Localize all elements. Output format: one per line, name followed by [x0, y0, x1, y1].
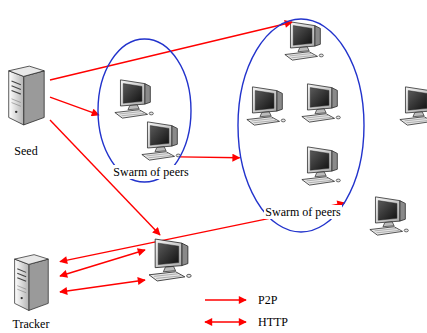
seed-server: Seed	[2, 62, 50, 157]
node-label: Swarm of peers	[112, 165, 189, 179]
p2p-arrow	[50, 97, 99, 115]
legend-label: P2P	[258, 293, 277, 307]
peer-computer	[285, 22, 323, 60]
legend-label: HTTP	[258, 315, 288, 329]
node-label: Seed	[14, 144, 37, 158]
peer-computer	[142, 122, 180, 160]
peer-computer	[145, 235, 195, 285]
p2p-arrow	[180, 156, 240, 158]
computer-icon	[147, 237, 193, 283]
swarm-ellipse: Swarm of peers	[97, 38, 192, 183]
peer-computer	[400, 87, 427, 125]
server-icon	[5, 62, 47, 130]
peer-computer	[115, 80, 153, 118]
node-label: Tracker	[13, 317, 50, 331]
node-label: Swarm of peers	[264, 205, 341, 219]
legend-arrow	[205, 299, 246, 300]
tracker-server: Tracker	[5, 252, 60, 332]
swarm-outline	[237, 18, 365, 233]
peer-computer	[247, 87, 285, 125]
peer-computer	[302, 147, 340, 185]
server-icon	[10, 252, 52, 314]
swarm-ellipse: Swarm of peers	[237, 18, 365, 233]
http-arrow	[60, 250, 145, 276]
legend-double-arrow	[205, 321, 246, 322]
http-arrow	[60, 280, 145, 292]
peer-computer	[302, 84, 340, 122]
swarm-outline	[97, 38, 192, 183]
peer-computer	[370, 197, 408, 235]
